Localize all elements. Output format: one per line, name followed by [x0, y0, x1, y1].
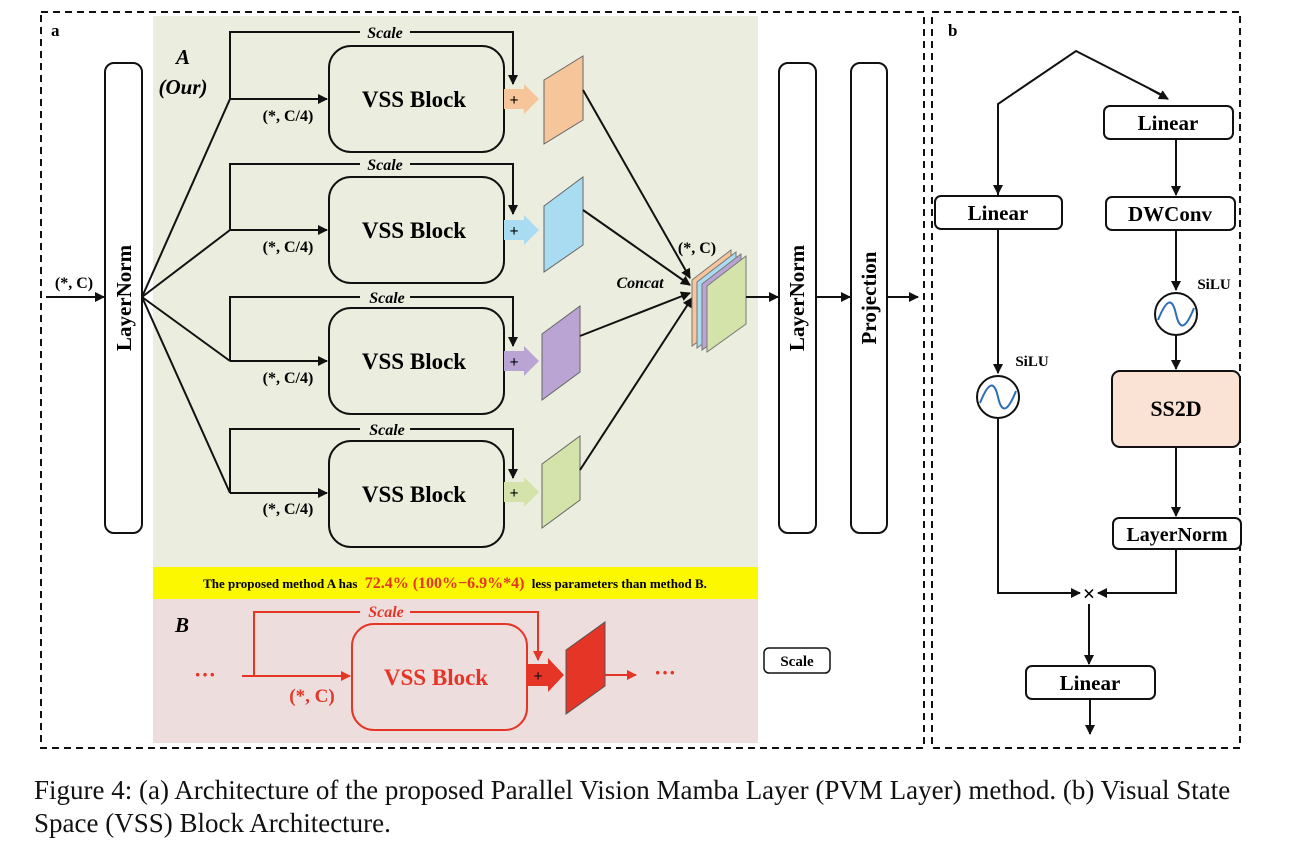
vss-block-label: VSS Block: [362, 87, 466, 112]
add-arrow: [504, 477, 539, 507]
scale-label: Scale: [369, 290, 405, 307]
feature-map: [543, 176, 584, 273]
dwconv-box: [1105, 196, 1236, 231]
panel-b-label: b: [948, 21, 957, 40]
scale-label: Scale: [369, 422, 405, 439]
method-b-scale-label: Scale: [368, 604, 404, 621]
layernorm-right-label: LayerNorm: [785, 244, 809, 351]
method-b: B ··· Scale (*, C) VSS Block + ···: [174, 604, 676, 731]
linear-top-label: Linear: [1138, 111, 1199, 135]
note-background: [153, 567, 758, 599]
method-a-subtitle: (Our): [158, 75, 207, 99]
panel-a-border: [40, 11, 925, 749]
method-b-title: B: [174, 613, 189, 637]
linear-bottom-label: Linear: [1060, 671, 1121, 695]
linear-top-box: [1103, 105, 1234, 140]
projection-label: Projection: [857, 251, 881, 344]
branch-dim-label: (*, C/4): [263, 501, 314, 518]
plus-sign: +: [509, 223, 518, 240]
parameter-note-highlight: 72.4% (100%−6.9%*4): [365, 575, 525, 592]
branch-4: Scale (*, C/4) VSS Block +: [229, 297, 693, 548]
scale-legend-box: [763, 647, 831, 674]
method-b-ellipsis-left: ···: [194, 662, 216, 687]
vss-block-label: VSS Block: [362, 482, 466, 507]
panel-a-label: a: [51, 21, 60, 40]
dwconv-label: DWConv: [1128, 202, 1213, 226]
branch-dim-label: (*, C/4): [263, 108, 314, 125]
vss-block-label: VSS Block: [362, 218, 466, 243]
method-b-dim-label: (*, C): [289, 686, 334, 707]
scale-label: Scale: [367, 25, 403, 42]
panel-b-diagram: Linear DWConv SiLU SS2D LayerNorm Linear…: [934, 49, 1242, 735]
method-b-plus-sign: +: [533, 668, 542, 685]
layernorm-left-label: LayerNorm: [112, 244, 136, 351]
linear-left-label: Linear: [968, 201, 1029, 225]
scale-legend-label: Scale: [780, 654, 814, 670]
concat-feature-stack: [691, 248, 747, 353]
add-arrow: [504, 84, 539, 114]
feature-map: [543, 55, 584, 145]
plus-sign: +: [509, 92, 518, 109]
method-a-title: A: [174, 45, 190, 69]
plus-sign: +: [509, 354, 518, 371]
branch-dim-label: (*, C/4): [263, 239, 314, 256]
branch-3: Scale (*, C/4) VSS Block +: [229, 290, 691, 415]
scale-label: Scale: [367, 157, 403, 174]
method-a-background: [153, 16, 758, 567]
input-dim-label: (*, C): [55, 275, 93, 292]
concat-label: Concat: [616, 275, 664, 292]
concat-dim-label: (*, C): [678, 240, 716, 257]
multiply-sign: ×: [1083, 581, 1096, 606]
method-b-add-arrow: [527, 658, 564, 692]
parameter-note: The proposed method A has 72.4% (100%−6.…: [203, 575, 707, 592]
method-b-feature-map: [565, 621, 606, 715]
figure-caption: Figure 4: (a) Architecture of the propos…: [34, 775, 1231, 838]
feature-map: [541, 305, 581, 401]
add-arrow: [504, 346, 539, 376]
layernorm-label: LayerNorm: [1126, 524, 1227, 546]
vss-block-label: VSS Block: [362, 349, 466, 374]
fanout-lines: [141, 98, 231, 494]
method-b-vss-block-label: VSS Block: [384, 665, 488, 690]
branch-2: Scale (*, C/4) VSS Block +: [229, 157, 691, 286]
silu-right-label: SiLU: [1197, 277, 1231, 293]
add-arrow: [504, 215, 539, 245]
method-b-ellipsis-right: ···: [654, 660, 676, 685]
figure-diagram: a b (*, C) LayerNorm A (Our) Scale (*, C…: [40, 11, 1242, 749]
branch-dim-label: (*, C/4): [263, 370, 314, 387]
branch-1: Scale (*, C/4) VSS Block +: [229, 25, 691, 279]
plus-sign: +: [509, 485, 518, 502]
feature-map: [541, 435, 581, 529]
ss2d-label: SS2D: [1150, 396, 1201, 421]
silu-left-label: SiLU: [1015, 354, 1049, 370]
